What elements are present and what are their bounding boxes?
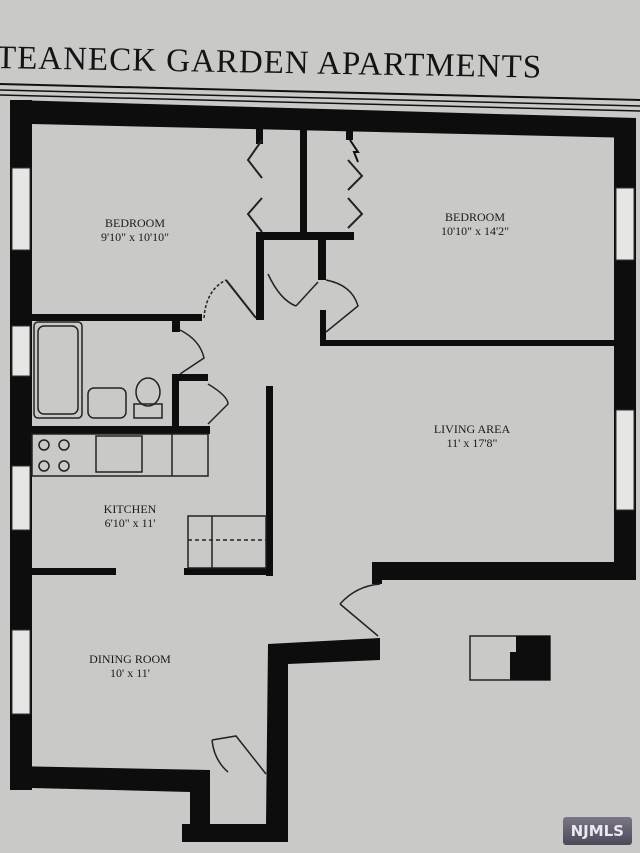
kitchen-wall	[266, 386, 273, 576]
room-size: 9'10" x 10'10"	[100, 230, 170, 244]
living-bottom-wall	[372, 562, 636, 580]
fixtures	[31, 321, 267, 569]
room-label-dining-room: DINING ROOM 10' x 11'	[70, 652, 190, 680]
room-name: DINING ROOM	[89, 652, 171, 666]
bedroom2-wall	[320, 340, 616, 346]
room-size: 10' x 11'	[110, 666, 150, 680]
njmls-watermark: NJMLS	[562, 817, 632, 845]
toilet	[135, 377, 161, 407]
room-name: KITCHEN	[103, 502, 157, 516]
bath-wall	[32, 426, 210, 434]
kitchen-sink	[95, 435, 143, 473]
top-wall	[12, 100, 636, 138]
fridge-counter	[187, 515, 267, 569]
room-name: BEDROOM	[444, 210, 505, 224]
room-name: BEDROOM	[104, 216, 165, 230]
walls	[10, 100, 636, 842]
sink	[87, 387, 127, 419]
bedroom1-wall	[32, 314, 202, 321]
bathtub	[33, 321, 83, 419]
bottom-wall	[10, 766, 210, 842]
room-label-kitchen: KITCHEN 6'10" x 11'	[80, 502, 180, 530]
room-label-bedroom-1: BEDROOM 9'10" x 10'10"	[80, 216, 190, 244]
cursor-icon	[349, 139, 360, 163]
entry-wall	[182, 638, 380, 842]
doors	[179, 139, 381, 775]
title-rules	[0, 83, 640, 112]
room-size: 10'10" x 14'2"	[440, 224, 510, 238]
room-label-living-area: LIVING AREA 11' x 17'8"	[412, 422, 532, 450]
counter	[31, 433, 209, 477]
stairs-symbol	[469, 635, 551, 681]
windows	[11, 167, 635, 715]
room-size: 11' x 17'8"	[446, 436, 498, 450]
room-label-bedroom-2: BEDROOM 10'10" x 14'2"	[420, 210, 530, 238]
room-name: LIVING AREA	[433, 422, 511, 436]
room-size: 6'10" x 11'	[104, 516, 156, 530]
left-wall	[10, 100, 32, 790]
